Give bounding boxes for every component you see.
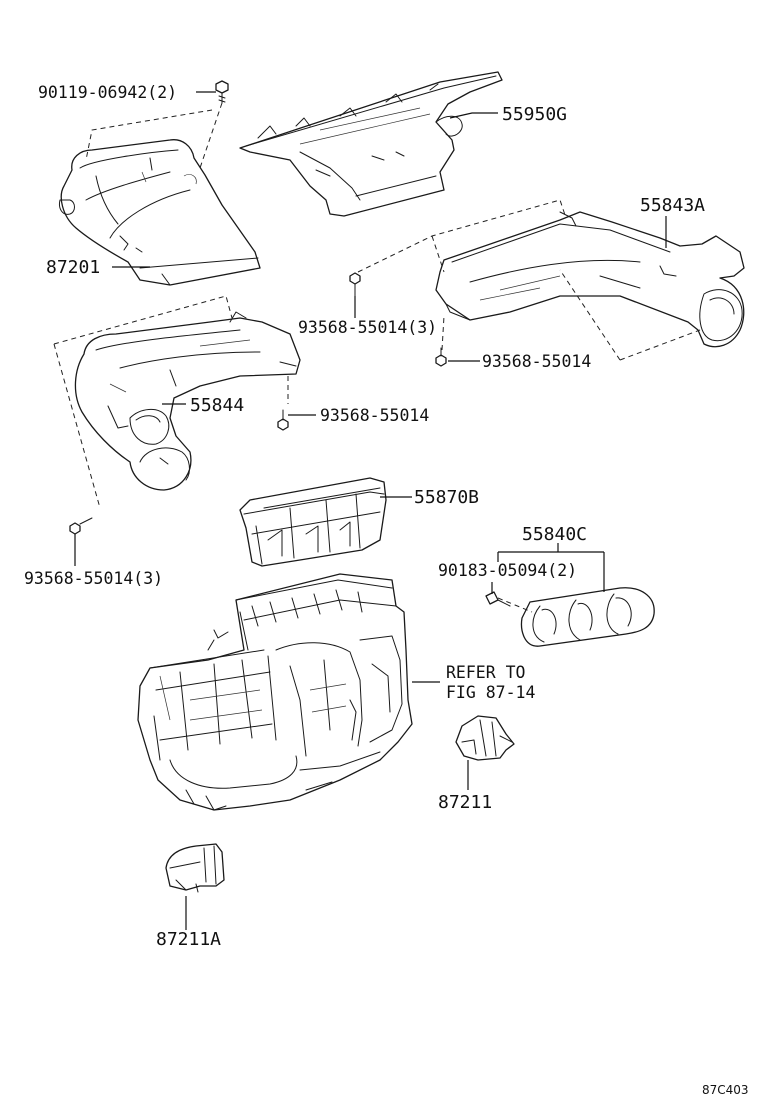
dash-55844-b bbox=[53, 343, 101, 509]
dash-55843a-a bbox=[357, 199, 567, 273]
label-55950g: 55950G bbox=[502, 104, 567, 125]
label-93568-c: 93568-55014 bbox=[320, 406, 429, 425]
label-55870b: 55870B bbox=[414, 487, 479, 508]
screw-93568-d bbox=[69, 517, 93, 535]
label-93568-b: 93568-55014 bbox=[482, 352, 591, 371]
figure-reference: 87C403 bbox=[702, 1083, 749, 1097]
dash-55843a-b bbox=[431, 235, 445, 273]
screw-93568-c bbox=[277, 409, 289, 431]
duct-87201 bbox=[59, 139, 261, 286]
label-55844: 55844 bbox=[190, 395, 244, 416]
dash-55843a-c bbox=[441, 315, 445, 351]
screw-90119 bbox=[215, 80, 229, 104]
label-87201: 87201 bbox=[46, 257, 100, 278]
leader-55950g bbox=[449, 112, 498, 119]
duct-55843a bbox=[435, 211, 745, 348]
dash-87201-a bbox=[85, 109, 213, 161]
filter-55870b bbox=[239, 477, 387, 567]
screw-93568-a bbox=[349, 272, 361, 297]
dash-87201-b bbox=[199, 102, 223, 169]
actuator-87211a bbox=[165, 843, 225, 893]
dash-55844-a bbox=[53, 295, 233, 345]
label-90119: 90119-06942(2) bbox=[38, 83, 177, 102]
leader-55840c bbox=[497, 543, 605, 592]
actuator-87211 bbox=[455, 715, 515, 761]
screw-93568-b bbox=[435, 347, 447, 367]
label-93568-d: 93568-55014(3) bbox=[24, 569, 163, 588]
label-87211: 87211 bbox=[438, 792, 492, 813]
dash-55843a-d bbox=[559, 269, 701, 361]
clip-90183 bbox=[485, 591, 511, 607]
label-55840c: 55840C bbox=[522, 524, 587, 545]
label-refer-line2: FIG 87-14 bbox=[446, 683, 535, 702]
label-93568-a: 93568-55014(3) bbox=[298, 318, 437, 337]
dash-55840c bbox=[497, 597, 533, 613]
duct-55844 bbox=[74, 311, 301, 491]
bracket-55950g bbox=[239, 71, 503, 217]
register-55840c bbox=[520, 587, 655, 647]
label-55843a: 55843A bbox=[640, 195, 705, 216]
hvac-unit bbox=[137, 573, 413, 811]
label-87211a: 87211A bbox=[156, 929, 221, 950]
label-90183: 90183-05094(2) bbox=[438, 561, 577, 580]
label-refer-line1: REFER TO bbox=[446, 663, 525, 682]
